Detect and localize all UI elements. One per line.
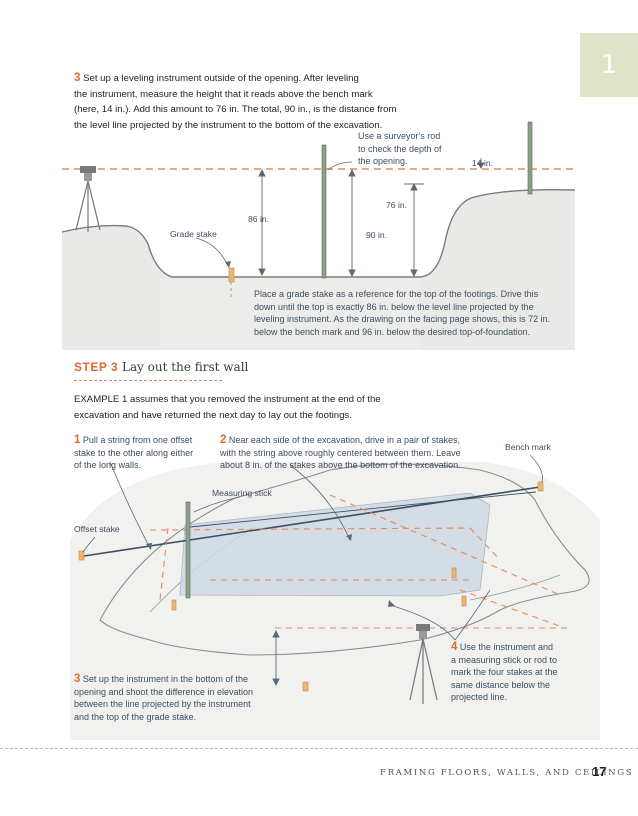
callout-number: 3	[74, 673, 80, 685]
callout-number: 4	[451, 641, 457, 653]
callout-number: 1	[74, 434, 80, 446]
bench-mark-stake-icon	[538, 482, 543, 491]
stake-icon	[172, 600, 176, 610]
bench-mark-label: Bench mark	[505, 442, 551, 452]
callout-1: 1 Pull a string from one offset stake to…	[74, 434, 224, 472]
footer-divider	[0, 748, 638, 749]
callout-2: 2 Near each side of the excavation, driv…	[220, 434, 490, 472]
page-number: 17	[592, 764, 606, 779]
callout-number: 2	[220, 434, 226, 446]
offset-stake-icon	[79, 551, 84, 560]
callout-4: 4 Use the instrument and a measuring sti…	[451, 641, 581, 704]
stake-icon	[452, 568, 456, 578]
measuring-stick-icon	[186, 502, 190, 598]
offset-stake-label: Offset stake	[74, 524, 120, 534]
measuring-stick-label: Measuring stick	[212, 488, 272, 498]
callout-3: 3 Set up the instrument in the bottom of…	[74, 673, 274, 723]
grade-stake-icon	[303, 682, 308, 691]
stake-icon	[462, 596, 466, 606]
